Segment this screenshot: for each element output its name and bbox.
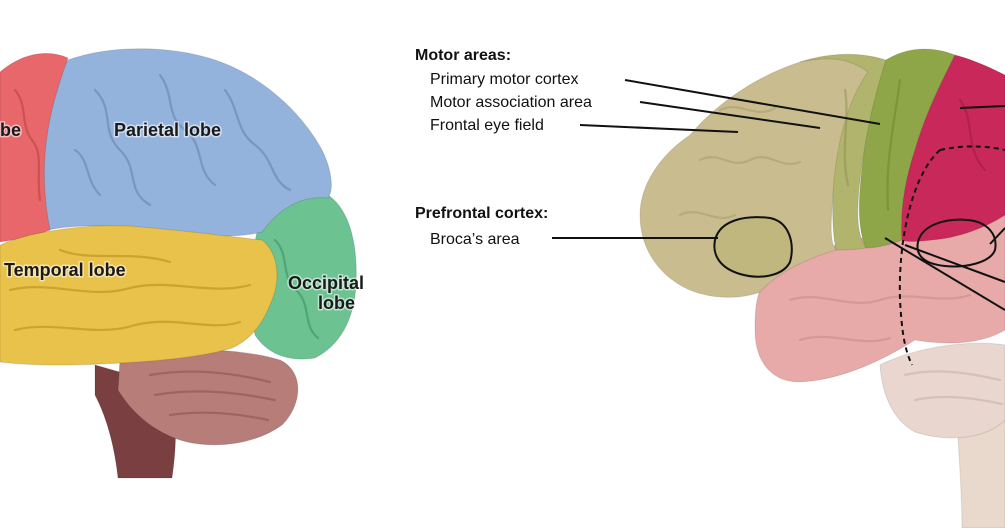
right-outlined-area: [916, 218, 997, 268]
leader-primary-motor-cortex: [624, 79, 881, 125]
svg-text:Occipital: Occipital: [288, 273, 364, 293]
left-gyri-texture: [8, 73, 320, 422]
left-temporal-lobe: [0, 225, 278, 366]
svg-text:Parietal lobe: Parietal lobe: [114, 120, 221, 140]
leader-right-region-a: [959, 105, 1005, 109]
label-brocas-area: Broca’s area: [430, 231, 520, 248]
leader-right-region-b: [884, 237, 1005, 311]
heading-motor-areas: Motor areas:: [415, 47, 511, 64]
label-temporal-lobe: Temporal lobe: [4, 260, 126, 280]
label-occipital-line2: lobe: [318, 293, 355, 313]
brocas-area-outline: [713, 216, 793, 278]
label-primary-motor-cortex: Primary motor cortex: [430, 71, 578, 88]
right-brain-illustration: Motor areas: Primary motor cortex Motor …: [415, 47, 1005, 528]
label-frontal-lobe: be: [0, 120, 21, 140]
svg-text:be: be: [0, 120, 21, 140]
right-gyri-texture: [678, 78, 1004, 406]
label-occipital-line1: Occipital: [288, 273, 364, 293]
leader-frontal-eye-field: [579, 124, 739, 133]
leader-right-region-c: [989, 227, 1005, 245]
leader-right-region-d: [904, 244, 1005, 283]
svg-text:lobe: lobe: [318, 293, 355, 313]
left-brain-illustration: be be Parietal lobe Parietal lobe Tempor…: [0, 48, 366, 479]
label-frontal-eye-field: Frontal eye field: [430, 117, 544, 134]
leader-motor-association-area: [639, 101, 821, 129]
right-cerebellum: [879, 342, 1005, 439]
right-dashed-region-outline: [898, 145, 1005, 366]
heading-prefrontal-cortex: Prefrontal cortex:: [415, 205, 548, 222]
label-motor-association-area: Motor association area: [430, 94, 592, 111]
svg-text:Temporal lobe: Temporal lobe: [4, 260, 126, 280]
label-parietal-lobe: Parietal lobe: [114, 120, 221, 140]
